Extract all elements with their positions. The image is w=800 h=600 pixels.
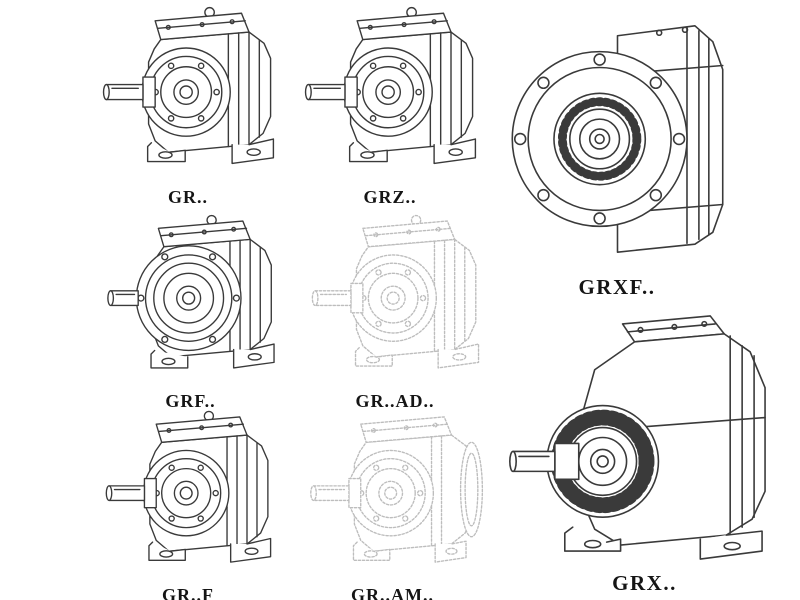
figure-label-grz: GRZ.. (363, 187, 417, 207)
figure-label-gr-ad: GR..AD.. (355, 391, 435, 411)
gr-f-gearbox-drawing (88, 406, 288, 583)
figure-label-grx: GRX.. (612, 571, 677, 595)
figure-gr-am: GR..AM.. (290, 406, 495, 600)
figure-gr-ad: GR..AD.. (290, 210, 500, 412)
figure-grxf: GRXF.. (498, 0, 736, 300)
gr-am-gearbox-drawing (290, 406, 495, 583)
grf-gearbox-drawing (88, 210, 293, 389)
figure-label-grf: GRF.. (165, 391, 216, 411)
grx-gearbox-drawing (492, 300, 797, 569)
gr-ad-gearbox-drawing (290, 210, 500, 389)
grz-gearbox-drawing (290, 2, 490, 185)
figure-grz: GRZ.. (290, 2, 490, 208)
figure-label-grxf: GRXF.. (578, 275, 656, 299)
figure-grx: GRX.. (492, 300, 797, 596)
figure-gr-f: GR..F (88, 406, 288, 600)
figure-label-gr-am: GR..AM.. (351, 585, 434, 600)
figure-label-gr: GR.. (168, 187, 208, 207)
gr-gearbox-drawing (88, 2, 288, 185)
figure-grf: GRF.. (88, 210, 293, 412)
grxf-gearbox-drawing (498, 0, 736, 273)
figure-label-gr-f: GR..F (162, 585, 214, 600)
figure-gr: GR.. (88, 2, 288, 208)
